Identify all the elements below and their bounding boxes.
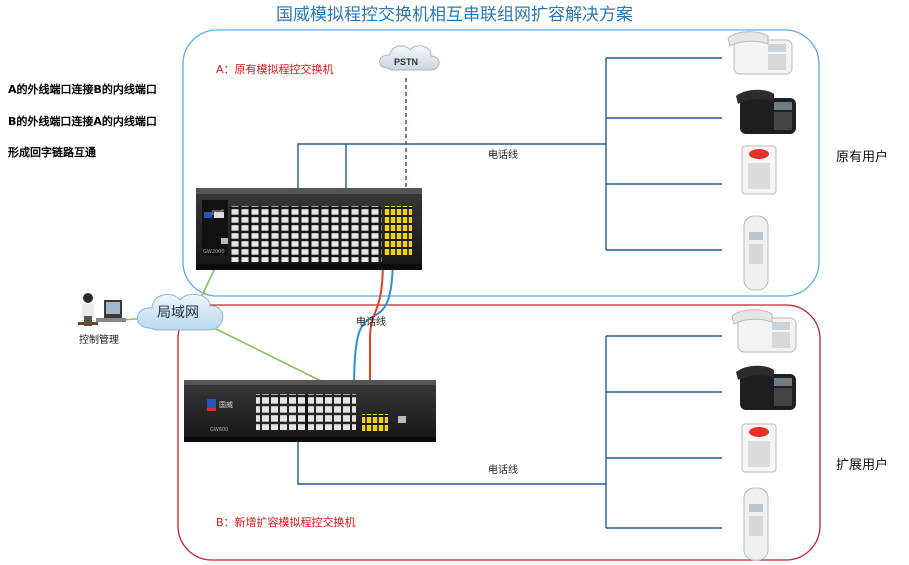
- switch-a-model: GW2000: [203, 249, 225, 255]
- note-line-2: B的外线端口连接A的内线端口: [8, 115, 157, 128]
- phone-a3-icon: [741, 145, 777, 195]
- lan-label: 局域网: [157, 305, 199, 321]
- phone-b3-icon: [741, 423, 777, 473]
- diagram-title: 国威模拟程控交换机相互串联组网扩容解决方案: [276, 5, 633, 25]
- cross-link-blue: [353, 254, 394, 396]
- switch-b-brand: 国威: [219, 401, 233, 409]
- switch-a-brand: 国威: [212, 210, 225, 217]
- switch-b-model: GW600: [210, 427, 229, 433]
- phone-lines: [297, 57, 722, 529]
- wire-label-top: 电话线: [488, 150, 518, 161]
- switch-b-device: [184, 380, 436, 442]
- phone-a1-icon: [727, 31, 793, 75]
- box-b-frame: [177, 304, 821, 561]
- wire-label-bottom: 电话线: [488, 465, 518, 476]
- box-b-label: B：新增扩容模拟程控交换机: [216, 516, 356, 529]
- note-line-3: 形成回字链路互通: [8, 146, 96, 159]
- wire-label-middle: 电话线: [356, 317, 386, 328]
- lan-cloud-icon: [137, 293, 224, 331]
- switch-a-device: [196, 188, 422, 270]
- pstn-label: PSTN: [394, 57, 419, 67]
- phone-a4-icon: [743, 215, 769, 291]
- group-label-extended: 扩展用户: [836, 458, 889, 473]
- box-a-frame: [182, 29, 820, 297]
- control-pc-icon: [78, 293, 126, 326]
- cross-link-red: [362, 257, 384, 416]
- phone-b1-icon: [731, 309, 797, 353]
- group-label-existing: 原有用户: [836, 150, 889, 165]
- note-line-1: A的外线端口连接B的内线端口: [8, 83, 157, 96]
- pc-label: 控制管理: [79, 335, 119, 346]
- phone-a2-icon: [736, 89, 796, 134]
- pstn-cloud-icon: [379, 45, 440, 71]
- phone-b2-icon: [736, 365, 796, 410]
- phone-b4-icon: [743, 487, 769, 561]
- box-a-label: A：原有模拟程控交换机: [216, 63, 334, 76]
